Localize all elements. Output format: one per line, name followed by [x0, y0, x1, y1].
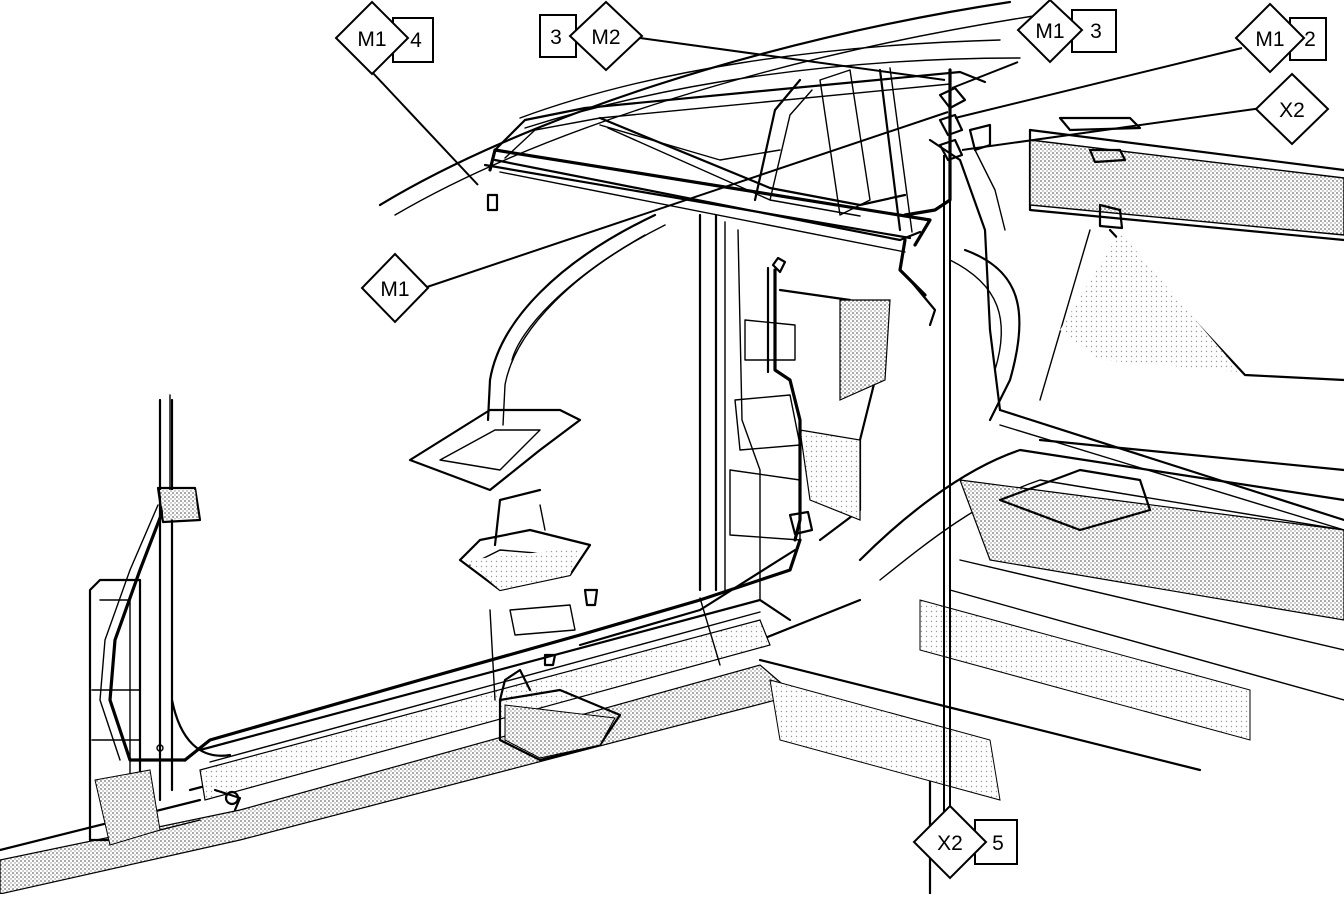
callout-number: 4 [410, 29, 422, 52]
callout-number: 2 [1304, 28, 1316, 51]
wiring-harness [99, 68, 992, 812]
callout-number: 3 [1090, 20, 1102, 43]
callout-code: M1 [357, 28, 386, 51]
callout-m2-3: 3 M2 [539, 0, 644, 72]
callout-x2-top: X2 [1254, 72, 1330, 146]
callout-m1-mid: M1 [360, 252, 430, 324]
callout-code: M1 [380, 278, 409, 301]
callout-number: 3 [550, 26, 562, 49]
callout-code: X2 [1279, 99, 1305, 122]
callout-code: M2 [591, 26, 620, 49]
callout-m1-4: M1 4 [334, 0, 434, 76]
callout-code: M1 [1035, 20, 1064, 43]
callout-m1-3: M1 3 [1016, 0, 1117, 64]
callout-code: X2 [937, 832, 963, 855]
callout-number: 5 [992, 832, 1004, 855]
callout-leaders [371, 37, 1263, 815]
callout-code: M1 [1255, 28, 1284, 51]
callout-m1-2: M1 2 [1234, 2, 1327, 74]
callout-x2-5: X2 5 [912, 804, 1018, 880]
